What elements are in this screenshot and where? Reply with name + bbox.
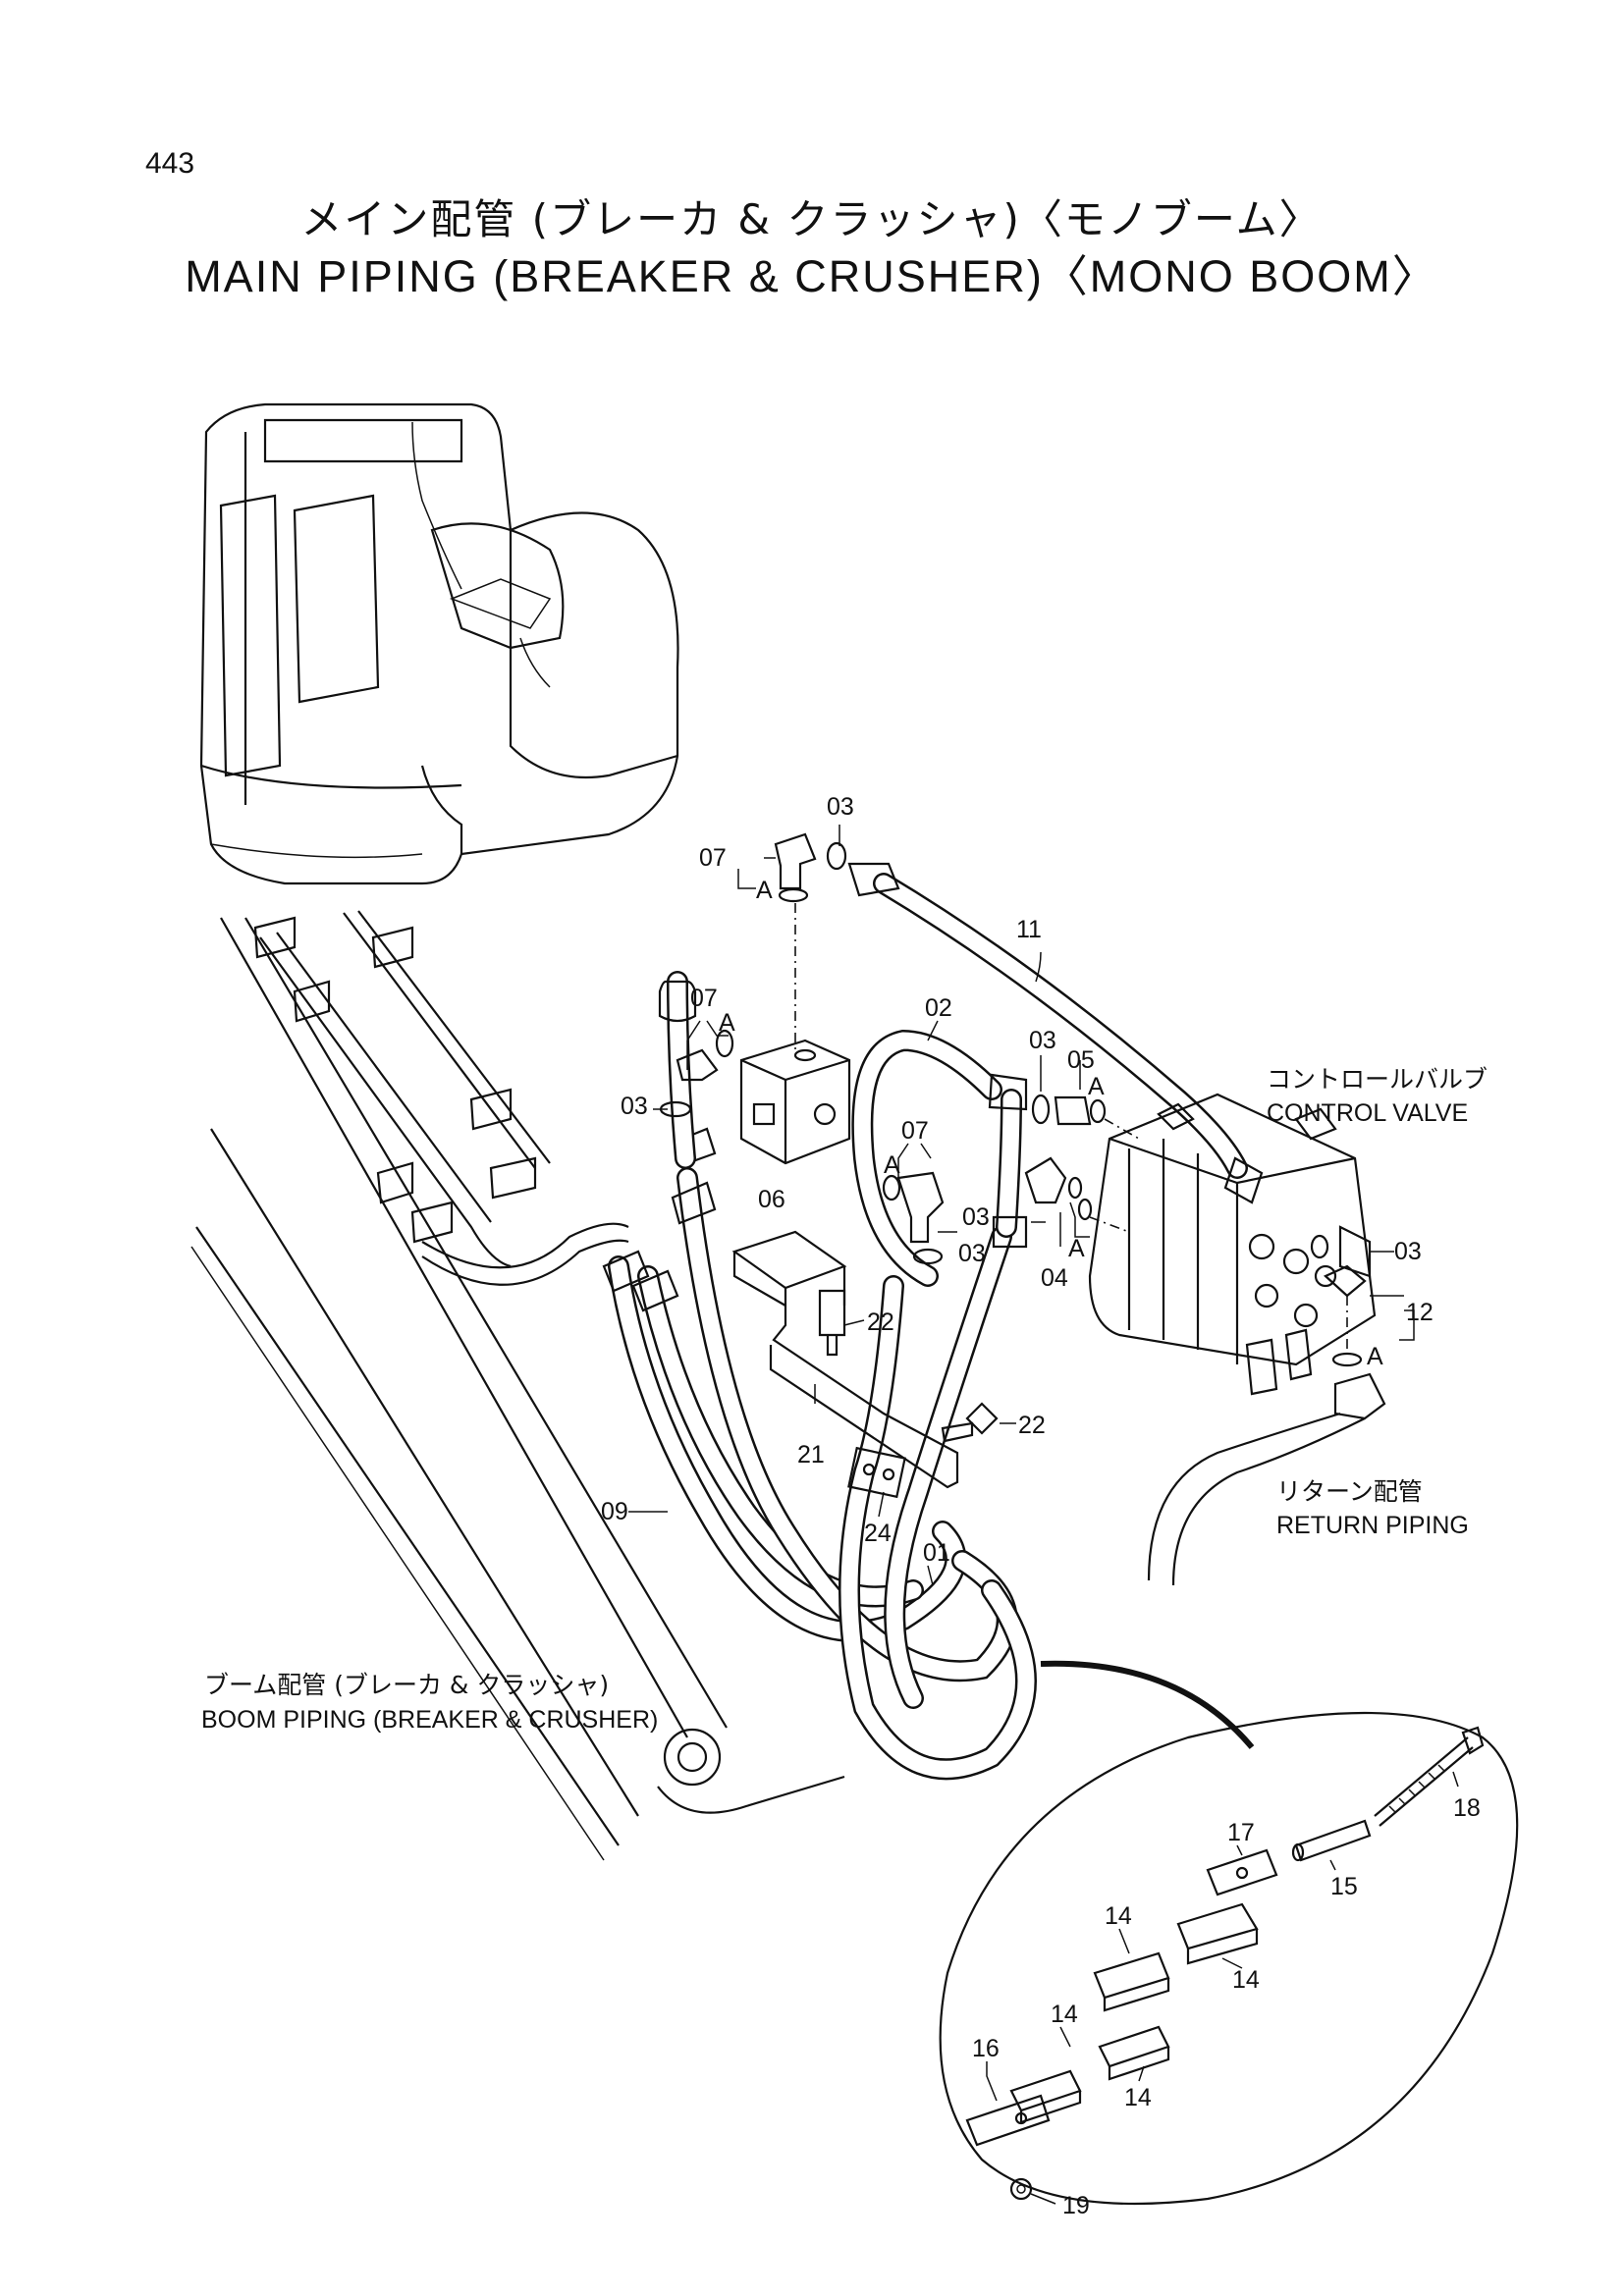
label-a-04: A [1068,1235,1085,1262]
label-a-12: A [1367,1343,1383,1370]
return-piping [1147,1372,1386,1586]
title-japanese: メイン配管 (ブレーカ & クラッシャ)〈モノブーム〉 [300,195,1323,243]
label-15: 15 [1330,1873,1358,1900]
label-01: 01 [923,1539,950,1567]
label-07-lower: 07 [901,1117,929,1145]
label-03-fitting: 03 [962,1203,990,1231]
control-valve-label-en: CONTROL VALVE [1267,1099,1468,1127]
label-17: 17 [1227,1819,1255,1846]
label-19: 19 [1062,2192,1090,2219]
hose-09-bundle [608,1167,1037,1781]
detail-leader [1040,1660,1255,1749]
control-valve-assembly [1088,1093,1377,1396]
label-03-right: 03 [1394,1238,1422,1265]
part-labels: 03 07 A 11 07 A 02 03 05 A 03 07 A 06 03… [601,793,1481,2219]
return-piping-label-jp: リターン配管 [1276,1477,1423,1506]
label-a-05: A [1088,1073,1105,1100]
hose-11 [847,862,1264,1204]
bolt-22-b [941,1402,999,1443]
label-06: 06 [758,1186,785,1213]
detail-oval [939,1711,1519,2206]
label-16: 16 [972,2035,1000,2062]
label-22-a: 22 [867,1308,894,1336]
label-03-mid-top: 03 [1029,1027,1056,1054]
label-21: 21 [797,1441,825,1468]
title-english: MAIN PIPING (BREAKER & CRUSHER)〈MONO BOO… [185,251,1438,301]
label-07-top: 07 [699,844,727,872]
boom-piping-label-en: BOOM PIPING (BREAKER & CRUSHER) [201,1706,658,1734]
label-03-top: 03 [827,793,854,821]
elbow-fitting-07-top [774,832,847,903]
label-14-a: 14 [1105,1902,1132,1930]
label-a-lower: A [884,1151,900,1179]
label-leaders [628,825,1459,2205]
bolt-22-a [818,1289,846,1357]
label-09: 09 [601,1498,628,1525]
label-a-top: A [756,877,773,904]
label-14-d: 14 [1124,2084,1152,2111]
label-14-b: 14 [1232,1966,1260,1994]
excavator-cab-illustration [199,402,679,885]
label-12: 12 [1406,1299,1434,1326]
label-24: 24 [864,1520,892,1547]
return-piping-label-en: RETURN PIPING [1276,1512,1469,1539]
block-06 [739,903,851,1165]
connector-fittings [882,1094,1140,1265]
label-04: 04 [1041,1264,1068,1292]
label-02: 02 [925,994,952,1022]
label-a-mid: A [719,1009,735,1037]
label-18: 18 [1453,1794,1481,1822]
hose-02 [851,1029,1028,1287]
boom-clamps [253,916,537,1244]
page-number: 443 [145,147,195,180]
bracket-21 [731,1230,959,1499]
boom-structure [190,917,845,1861]
label-03-bottom: 03 [958,1240,986,1267]
label-14-c: 14 [1051,2001,1078,2028]
hose-end-fittings [602,1127,717,1312]
boom-piping-label-jp: ブーム配管 (ブレーカ & クラッシャ) [204,1671,609,1699]
control-valve-label-jp: コントロールバルブ [1267,1065,1488,1094]
label-07-mid: 07 [690,985,718,1012]
label-22-b: 22 [1018,1412,1046,1439]
label-05: 05 [1067,1046,1095,1074]
label-03-left: 03 [621,1093,648,1120]
label-11: 11 [1016,916,1042,943]
